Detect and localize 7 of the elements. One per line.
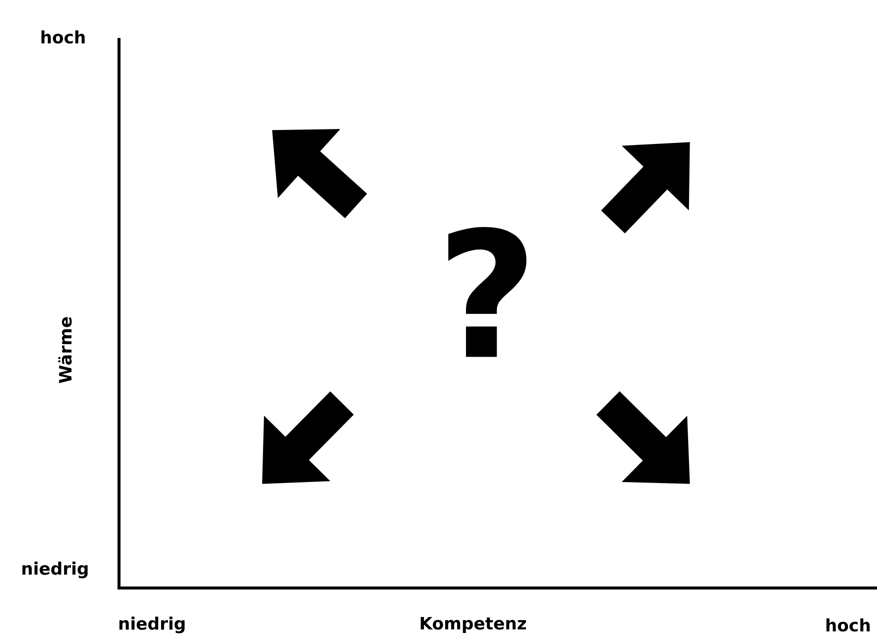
axis-label: hoch [826,618,870,632]
axis-label: hoch [41,30,85,44]
axis-label: niedrig [22,562,88,578]
axis-title: Kompetenz [420,617,526,633]
axis-label: niedrig [119,616,185,634]
axis-title: Wärme [58,317,72,384]
question-mark: ? [448,227,526,357]
